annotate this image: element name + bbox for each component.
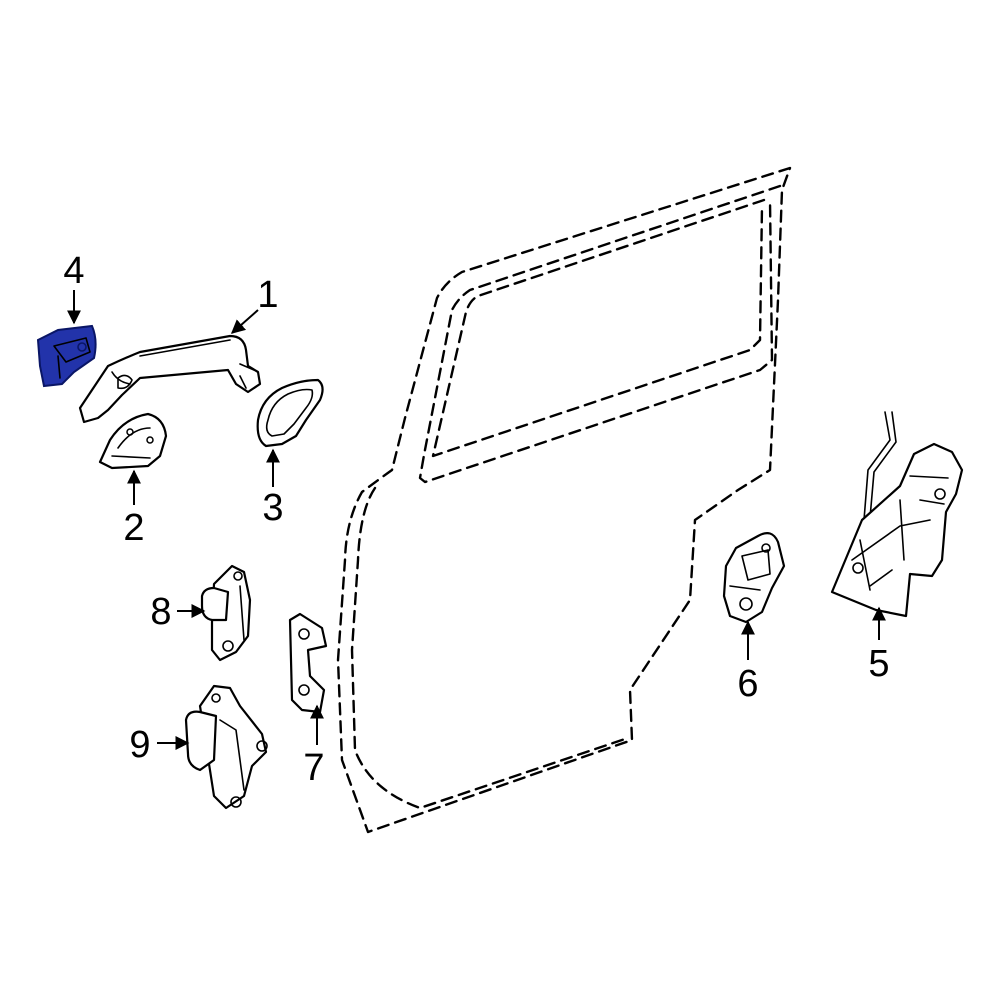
- callout-5[interactable]: 5: [868, 643, 889, 685]
- callout-7[interactable]: 7: [303, 747, 324, 789]
- leader-1: [230, 309, 259, 334]
- part-8-upper-hinge[interactable]: [200, 564, 252, 662]
- callout-4[interactable]: 4: [63, 250, 84, 292]
- leader-arrows: [67, 290, 886, 750]
- callout-8[interactable]: 8: [150, 591, 171, 633]
- part-9-lower-hinge[interactable]: [184, 684, 268, 810]
- callout-3[interactable]: 3: [262, 487, 283, 529]
- callout-9[interactable]: 9: [129, 724, 150, 766]
- callout-2[interactable]: 2: [123, 507, 144, 549]
- part-6-door-latch[interactable]: [722, 531, 786, 624]
- part-3-gasket[interactable]: [256, 378, 324, 448]
- handle-cap-body: [36, 324, 97, 388]
- door-outline: [336, 166, 792, 834]
- part-7-plate[interactable]: [288, 612, 328, 714]
- part-5-window-regulator[interactable]: [830, 411, 964, 618]
- part-4-handle-cap[interactable]: [36, 324, 97, 388]
- callout-6[interactable]: 6: [737, 663, 758, 705]
- callout-1[interactable]: 1: [257, 274, 278, 316]
- callout-labels: 4 1 2 3 5 6 7 8 9: [63, 250, 889, 789]
- part-2-handle-pad[interactable]: [98, 412, 168, 470]
- part-1-outside-handle[interactable]: [78, 334, 262, 424]
